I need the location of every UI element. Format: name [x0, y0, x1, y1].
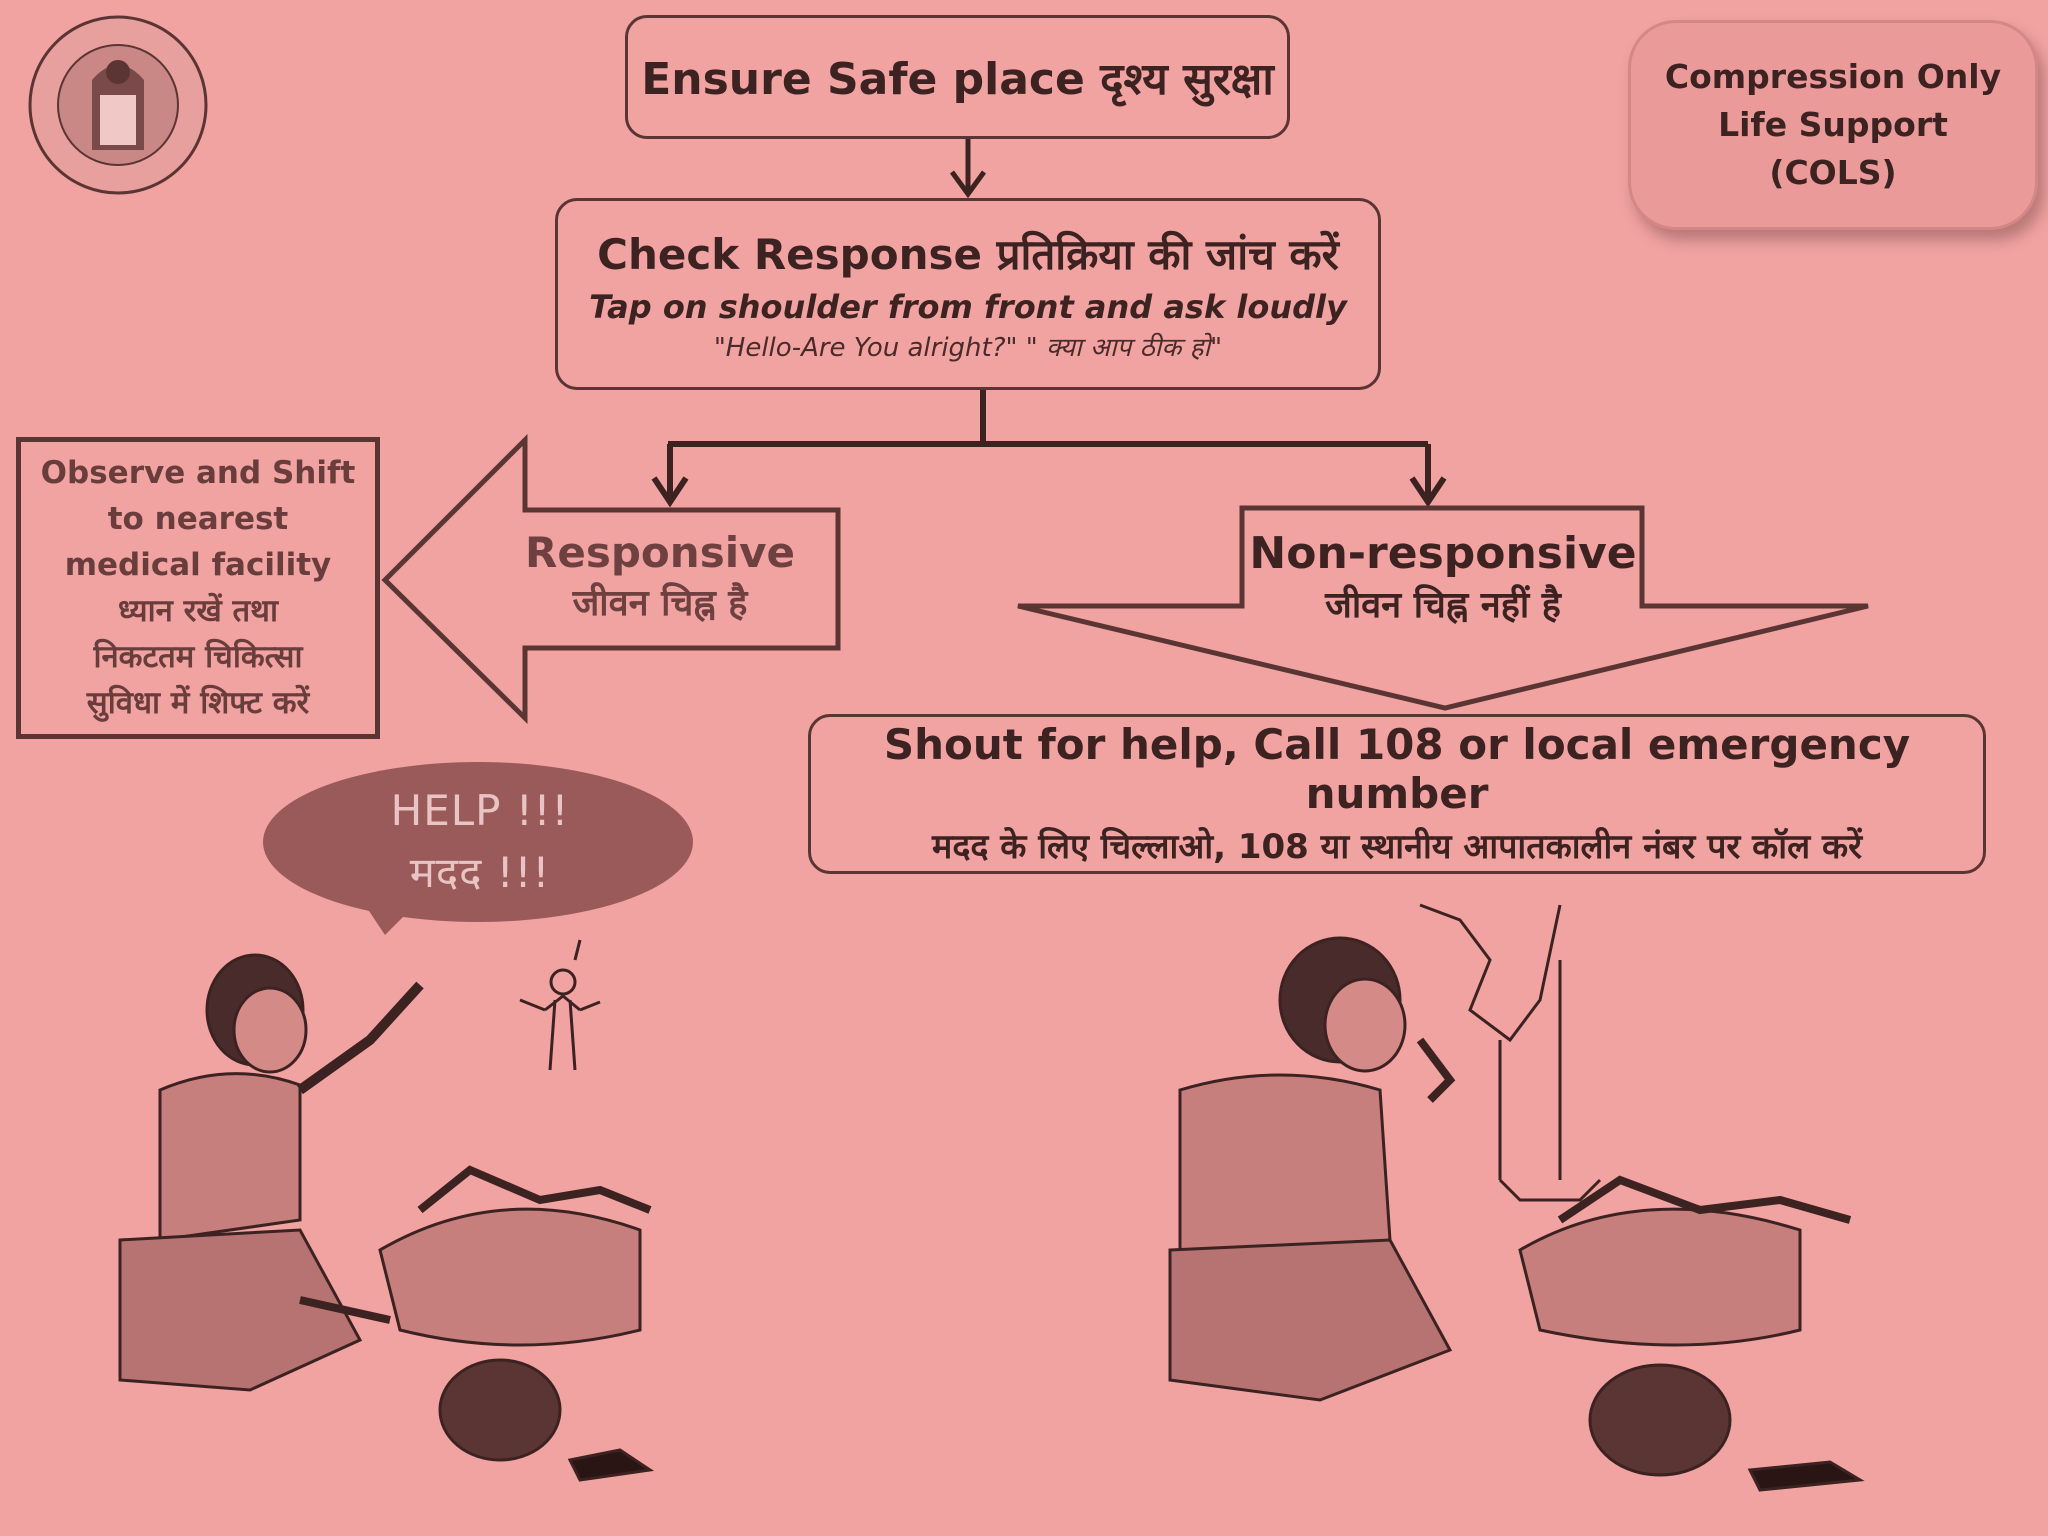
observe-line: सुविधा में शिफ्ट करें: [86, 685, 310, 721]
illustration-nonresponsive-scene: [1168, 903, 1865, 1492]
shout-for-help-title: Shout for help, Call 108 or local emerge…: [883, 720, 1911, 818]
responsive-arrow: [381, 433, 841, 724]
help-bubble-text: HELP !!! मदद !!!: [340, 780, 620, 904]
responsive-title: Responsive: [525, 528, 795, 577]
check-response-title: Check Response प्रतिक्रिया की जांच करें: [597, 229, 1339, 279]
nonresponsive-label: Non-responsive जीवन चिह्न नहीं है: [1228, 528, 1658, 628]
cols-title-badge: Compression Only Life Support (COLS): [1628, 20, 2038, 230]
speech-bubble-tail: [365, 900, 420, 935]
ensure-safe-place-box: Ensure Safe place दृश्य सुरक्षा: [625, 15, 1290, 139]
shout-for-help-subtitle: मदद के लिए चिल्लाओ, 108 या स्थानीय आपातक…: [932, 827, 1862, 867]
help-line-en: HELP !!!: [390, 786, 570, 835]
responsive-label: Responsive जीवन चिह्न है: [505, 528, 815, 626]
cols-line-2: Life Support: [1718, 105, 1948, 144]
observe-and-shift-box: Observe and Shift to nearest medical fac…: [16, 437, 380, 739]
shout-for-help-box: Shout for help, Call 108 or local emerge…: [808, 714, 1986, 874]
observe-line: Observe and Shift: [40, 455, 356, 491]
help-line-hi: मदद !!!: [409, 848, 551, 897]
check-response-box: Check Response प्रतिक्रिया की जांच करें …: [555, 198, 1381, 390]
illustration-responsive-scene: [118, 939, 655, 1482]
speech-bubble: [263, 762, 693, 922]
irc-logo: [28, 15, 208, 195]
ensure-safe-place-text: Ensure Safe place दृश्य सुरक्षा: [641, 54, 1274, 105]
responsive-subtitle: जीवन चिह्न है: [572, 583, 748, 624]
cols-line-3: (COLS): [1769, 153, 1897, 192]
check-response-instruction: Tap on shoulder from front and ask loudl…: [589, 287, 1347, 326]
cols-line-1: Compression Only: [1664, 57, 2002, 96]
observe-line: ध्यान रखें तथा: [118, 593, 278, 629]
branch-connector: [651, 390, 1447, 508]
nonresponsive-arrow: [1017, 505, 1869, 711]
check-response-phrase: "Hello-Are You alright?" " क्या आप ठीक ह…: [713, 332, 1223, 363]
observe-line: निकटतम चिकित्सा: [93, 639, 303, 675]
observe-line: medical facility: [64, 547, 332, 583]
nonresponsive-title: Non-responsive: [1249, 528, 1637, 579]
nonresponsive-subtitle: जीवन चिह्न नहीं है: [1325, 585, 1561, 626]
arrow-safe-to-check: [949, 139, 987, 199]
observe-line: to nearest: [107, 501, 289, 537]
